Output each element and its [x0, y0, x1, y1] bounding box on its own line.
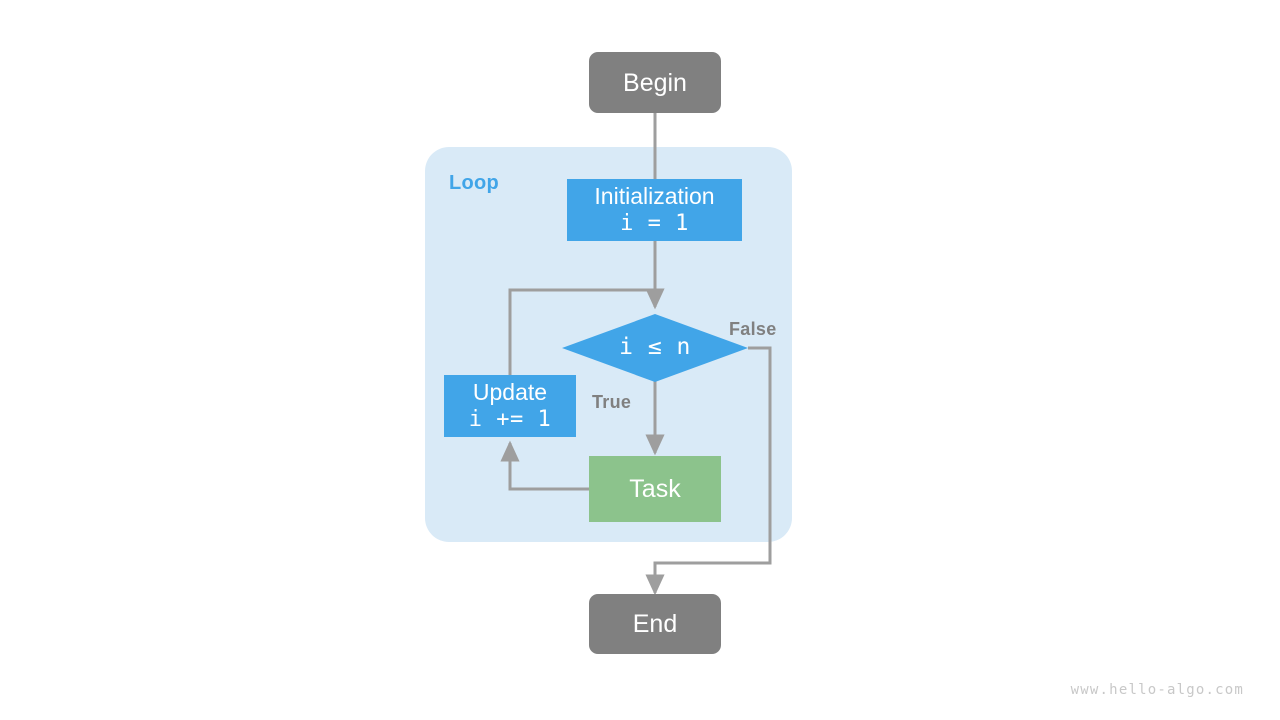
loop-group-label: Loop [449, 172, 500, 194]
node-end-label: End [632, 610, 678, 638]
watermark: www.hello-algo.com [1070, 682, 1244, 698]
node-update-label: Update [472, 378, 548, 405]
node-update[interactable]: Update i += 1 [444, 375, 576, 437]
node-begin[interactable]: Begin [589, 52, 721, 113]
node-task[interactable]: Task [589, 456, 721, 522]
edge-task-to-update [500, 440, 589, 491]
node-initialization-expression: i = 1 [620, 210, 689, 236]
node-initialization-label: Initialization [594, 182, 715, 209]
node-initialization[interactable]: Initialization i = 1 [567, 179, 742, 241]
node-begin-label: Begin [623, 68, 687, 97]
edge-label-false: False [729, 319, 777, 339]
edge-label-true: True [592, 392, 632, 412]
node-task-label: Task [629, 475, 681, 503]
edge-condition-false-to-end [645, 346, 772, 596]
node-update-expression: i += 1 [468, 406, 552, 432]
node-condition-label: i ≤ n [619, 334, 691, 361]
node-end[interactable]: End [589, 594, 721, 654]
edge-update-to-condition [508, 288, 655, 376]
